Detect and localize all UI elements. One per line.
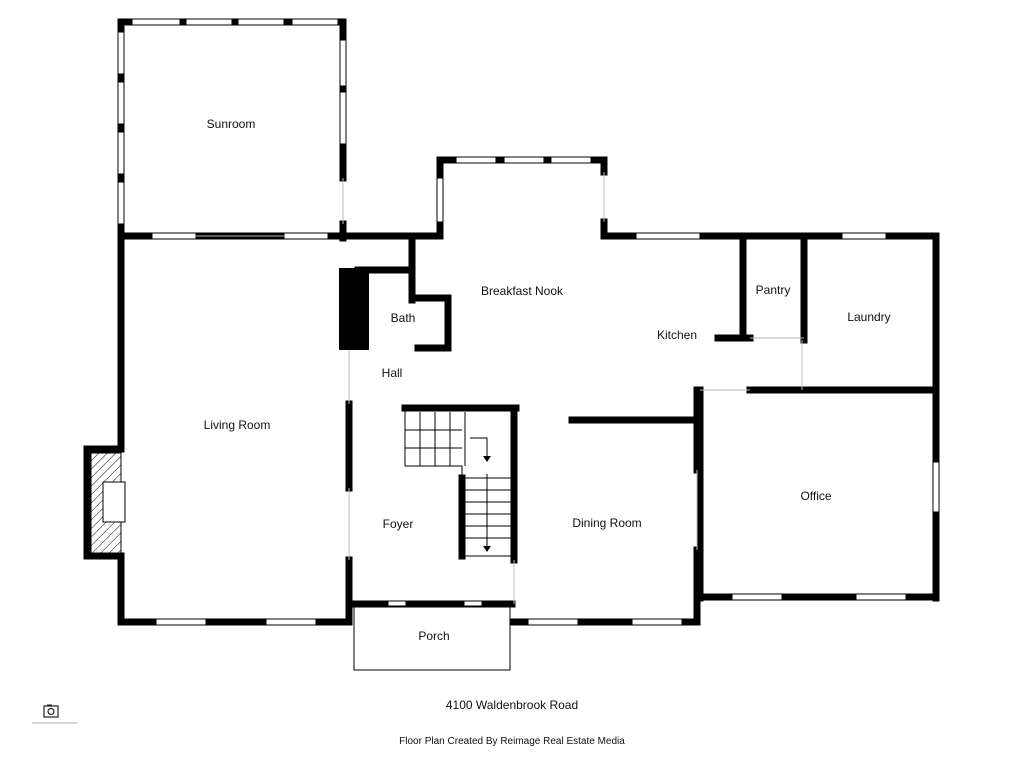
room-label-living-room: Living Room: [204, 418, 271, 432]
room-label-bath: Bath: [391, 311, 416, 325]
openings: [196, 172, 804, 604]
floor-plan: Sunroom Breakfast Nook Pantry Laundry Ba…: [83, 18, 940, 671]
room-label-sunroom: Sunroom: [207, 117, 256, 131]
closet-block: [339, 268, 369, 350]
room-label-porch: Porch: [418, 629, 449, 643]
room-label-foyer: Foyer: [383, 517, 414, 531]
walls: [83, 18, 940, 626]
camera-logo-icon: [32, 704, 78, 724]
room-label-dining-room: Dining Room: [572, 516, 641, 530]
room-label-pantry: Pantry: [756, 283, 791, 297]
room-label-office: Office: [800, 489, 831, 503]
room-label-hall: Hall: [382, 366, 403, 380]
room-label-laundry: Laundry: [847, 310, 890, 324]
fireplace: [90, 452, 126, 554]
arrow-down-icon: [483, 456, 491, 552]
property-address: 4100 Waldenbrook Road: [445, 698, 579, 712]
room-label-breakfast-nook: Breakfast Nook: [481, 284, 564, 298]
plan-credit: Floor Plan Created By Reimage Real Estat…: [399, 736, 625, 747]
windows: [117, 18, 940, 626]
porch-outline: [353, 605, 511, 671]
room-label-kitchen: Kitchen: [657, 328, 697, 342]
staircase: [404, 408, 514, 557]
